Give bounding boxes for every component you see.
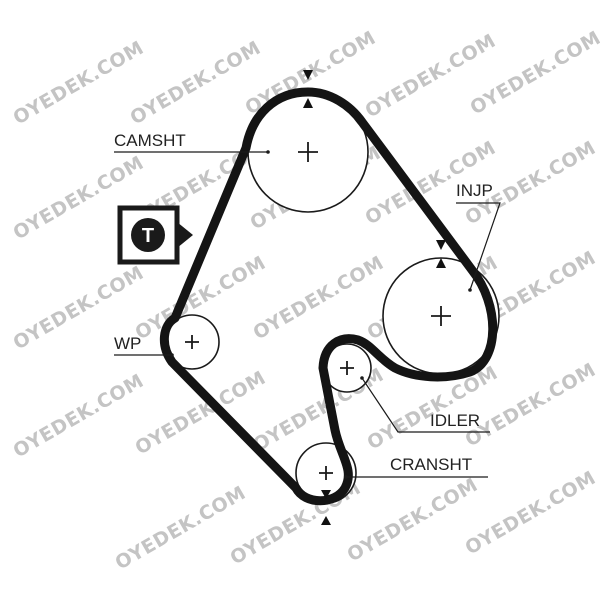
tensioner-disc	[131, 218, 165, 252]
idler-leader-dot	[360, 376, 364, 380]
crankshaft-center-mark	[319, 466, 333, 480]
watermark: OYEDEK.COM	[344, 474, 482, 567]
tensioner-symbol: T	[117, 205, 193, 265]
injection-pump-timing-mark-inner	[436, 258, 446, 268]
camshaft-timing-mark-inner	[303, 98, 313, 108]
idler-leader	[361, 377, 490, 433]
watermark: OYEDEK.COM	[10, 370, 148, 463]
watermark: OYEDEK.COM	[10, 37, 148, 130]
camshaft-leader-dot	[266, 150, 270, 154]
water-pump-center-mark	[185, 335, 199, 349]
camshaft-timing-mark-outer	[303, 70, 313, 80]
timing-marks	[303, 70, 446, 525]
camshaft-center-mark	[298, 142, 318, 162]
timing-belt	[160, 87, 498, 506]
watermark: OYEDEK.COM	[127, 37, 265, 130]
injection-pump-label: INJP	[456, 181, 493, 200]
injection-pump-timing-mark-outer	[436, 240, 446, 250]
injection-pump-leader	[456, 202, 501, 291]
idler-label: IDLER	[430, 411, 480, 430]
pulley-centers	[185, 142, 451, 480]
watermark: OYEDEK.COM	[462, 467, 600, 560]
tensioner-letter: T	[142, 225, 154, 247]
injection-pump-leader-dot	[468, 288, 472, 292]
idler-center-mark	[340, 361, 354, 375]
watermark: OYEDEK.COM	[112, 482, 250, 575]
leader-lines	[114, 150, 501, 479]
water-pump-leader-dot	[170, 353, 174, 357]
tensioner-arrow	[177, 222, 193, 248]
injection-pump-center-mark	[431, 306, 451, 326]
crankshaft-timing-mark-outer	[321, 516, 331, 525]
water-pump-label: WP	[114, 334, 141, 353]
camshaft-label: CAMSHT	[114, 131, 186, 150]
crankshaft-leader-dot	[344, 475, 348, 479]
crankshaft-timing-mark-inner	[321, 490, 331, 499]
crankshaft-label: CRANSHT	[390, 455, 472, 474]
